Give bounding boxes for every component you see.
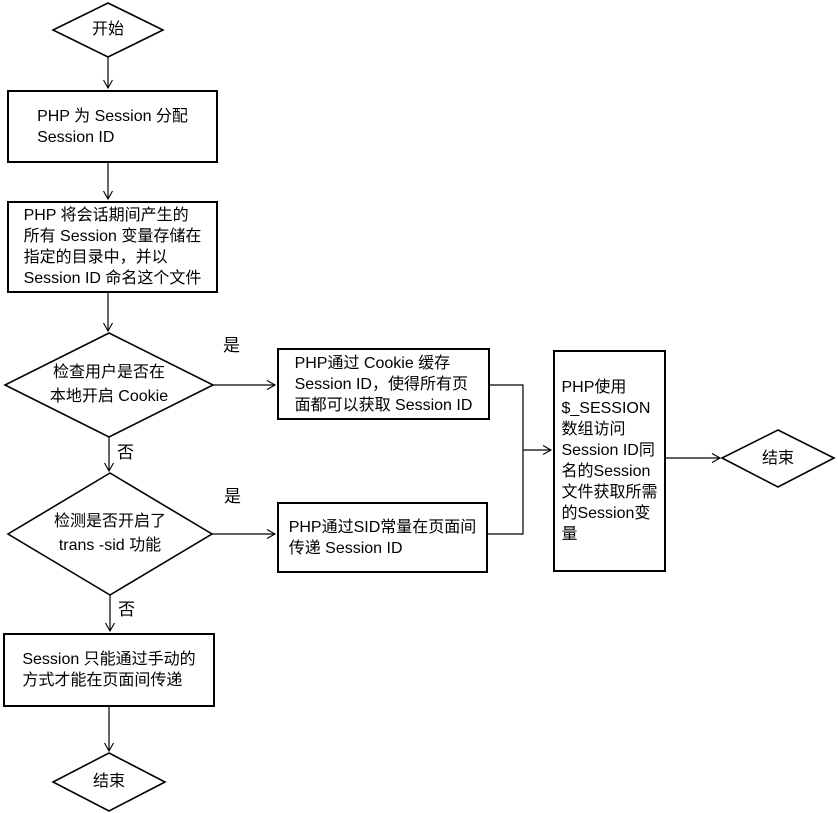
node-start: 开始 [53, 3, 163, 57]
end-bottom-diamond-shape [51, 752, 167, 812]
edge-sidconstant-to-access [488, 450, 524, 535]
edge-label-trans-no: 否 [118, 600, 135, 619]
edge-label-cookie-no: 否 [117, 443, 134, 462]
node-end-right: 结束 [722, 430, 834, 487]
node-assign-session-id: PHP 为 Session 分配 Session ID [7, 90, 218, 163]
end-right-diamond-shape [720, 429, 836, 488]
start-diamond-shape [51, 2, 165, 58]
node-start-label: 开始 [91, 21, 124, 38]
edge-label-trans-yes: 是 [224, 487, 241, 506]
node-store-session-vars: PHP 将会话期间产生的 所有 Session 变量存储在 指定的目录中，并以 … [7, 201, 218, 293]
node-cookie-cache: PHP通过 Cookie 缓存 Session ID，使得所有页 面都可以获取 … [277, 348, 490, 420]
node-sid-constant-label: PHP通过SID常量在页面间 传递 Session ID [288, 518, 477, 557]
check-transsid-diamond-shape [6, 472, 214, 596]
check-cookie-diamond-shape [3, 332, 215, 438]
node-check-transsid-label: 检测是否开启了 trans -sid 功能 [53, 513, 166, 554]
node-manual-pass-label: Session 只能通过手动的 方式才能在页面间传递 [22, 651, 196, 689]
node-check-transsid: 检测是否开启了 trans -sid 功能 [8, 473, 212, 595]
node-check-cookie-label: 检查用户是否在 本地开启 Cookie [49, 364, 169, 405]
node-end-right-label: 结束 [761, 449, 794, 467]
node-cookie-cache-label: PHP通过 Cookie 缓存 Session ID，使得所有页 面都可以获取 … [294, 354, 473, 414]
node-end-bottom: 结束 [53, 753, 165, 811]
node-store-session-vars-label: PHP 将会话期间产生的 所有 Session 变量存储在 指定的目录中，并以 … [23, 207, 202, 287]
edge-label-cookie-yes: 是 [223, 336, 240, 355]
node-manual-pass: Session 只能通过手动的 方式才能在页面间传递 [3, 633, 215, 707]
node-sid-constant: PHP通过SID常量在页面间 传递 Session ID [277, 502, 488, 573]
node-end-bottom-label: 结束 [92, 773, 125, 790]
node-check-cookie: 检查用户是否在 本地开启 Cookie [5, 333, 213, 437]
node-session-access: PHP使用 $_SESSION 数组访问 Session ID同 名的Sessi… [553, 350, 666, 572]
node-assign-session-id-label: PHP 为 Session 分配 Session ID [37, 107, 188, 146]
node-session-access-label: PHP使用 $_SESSION 数组访问 Session ID同 名的Sessi… [561, 379, 658, 543]
edge-cookiecache-to-access [490, 384, 553, 455]
